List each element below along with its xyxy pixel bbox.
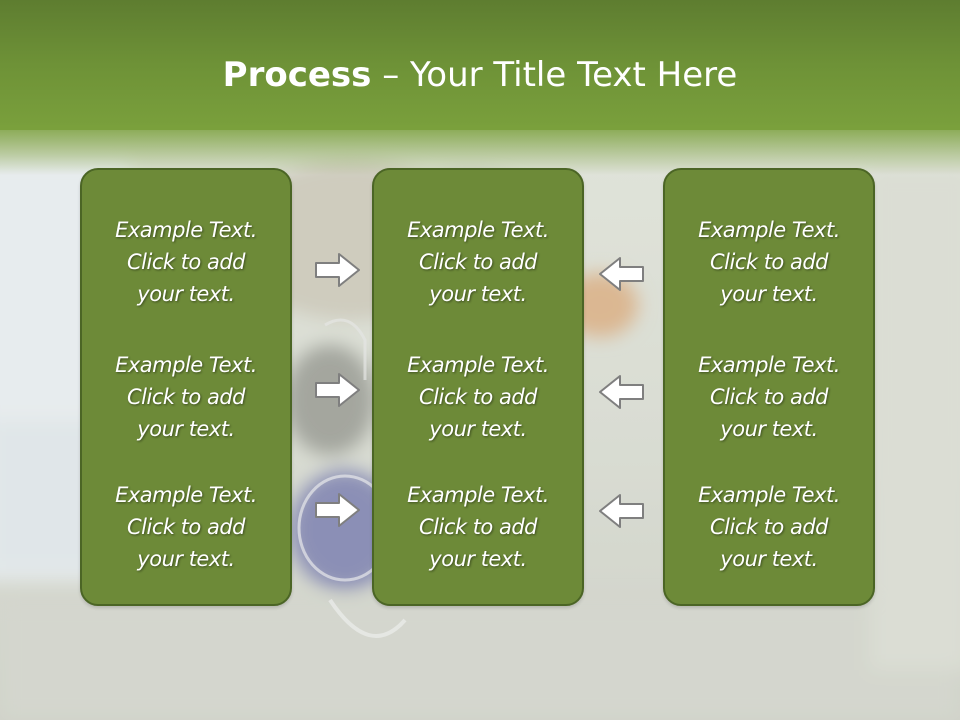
text-line: your text. (720, 547, 818, 571)
text-line: Click to add (126, 250, 246, 274)
text-block[interactable]: Example Text. Click to add your text. (82, 349, 290, 445)
text-line: your text. (720, 282, 818, 306)
text-line: Example Text. (698, 353, 840, 377)
text-line: Example Text. (698, 218, 840, 242)
arrow-left-icon[interactable] (598, 374, 644, 410)
arrow-left-icon[interactable] (598, 256, 644, 292)
text-line: your text. (137, 282, 235, 306)
text-line: your text. (429, 547, 527, 571)
text-line: Example Text. (407, 218, 549, 242)
process-box-left[interactable]: Example Text. Click to add your text. Ex… (80, 168, 292, 606)
text-line: Example Text. (407, 353, 549, 377)
text-line: your text. (720, 417, 818, 441)
text-block[interactable]: Example Text. Click to add your text. (665, 214, 873, 310)
title-band-fade (0, 125, 960, 175)
text-line: Click to add (418, 515, 538, 539)
text-line: Example Text. (115, 218, 257, 242)
text-line: your text. (137, 547, 235, 571)
text-block[interactable]: Example Text. Click to add your text. (374, 479, 582, 575)
text-line: Example Text. (115, 353, 257, 377)
arrow-left-icon[interactable] (598, 493, 644, 529)
text-block[interactable]: Example Text. Click to add your text. (82, 214, 290, 310)
text-line: your text. (429, 417, 527, 441)
text-line: Example Text. (115, 483, 257, 507)
title-band (0, 0, 960, 130)
title-bold: Process (222, 55, 372, 95)
text-block[interactable]: Example Text. Click to add your text. (665, 349, 873, 445)
text-block[interactable]: Example Text. Click to add your text. (82, 479, 290, 575)
text-line: Click to add (709, 250, 829, 274)
title-dash: – (371, 55, 411, 95)
arrow-right-icon[interactable] (315, 372, 361, 408)
text-line: your text. (137, 417, 235, 441)
text-line: Click to add (126, 385, 246, 409)
text-line: your text. (429, 282, 527, 306)
text-line: Click to add (709, 515, 829, 539)
text-line: Click to add (418, 250, 538, 274)
text-line: Click to add (418, 385, 538, 409)
text-line: Example Text. (698, 483, 840, 507)
text-line: Click to add (709, 385, 829, 409)
text-line: Click to add (126, 515, 246, 539)
text-block[interactable]: Example Text. Click to add your text. (374, 349, 582, 445)
slide-title[interactable]: Process – Your Title Text Here (0, 52, 960, 98)
text-block[interactable]: Example Text. Click to add your text. (374, 214, 582, 310)
title-rest: Your Title Text Here (410, 55, 738, 95)
arrow-right-icon[interactable] (315, 252, 361, 288)
process-box-right[interactable]: Example Text. Click to add your text. Ex… (663, 168, 875, 606)
process-box-center[interactable]: Example Text. Click to add your text. Ex… (372, 168, 584, 606)
text-line: Example Text. (407, 483, 549, 507)
arrow-right-icon[interactable] (315, 492, 361, 528)
text-block[interactable]: Example Text. Click to add your text. (665, 479, 873, 575)
